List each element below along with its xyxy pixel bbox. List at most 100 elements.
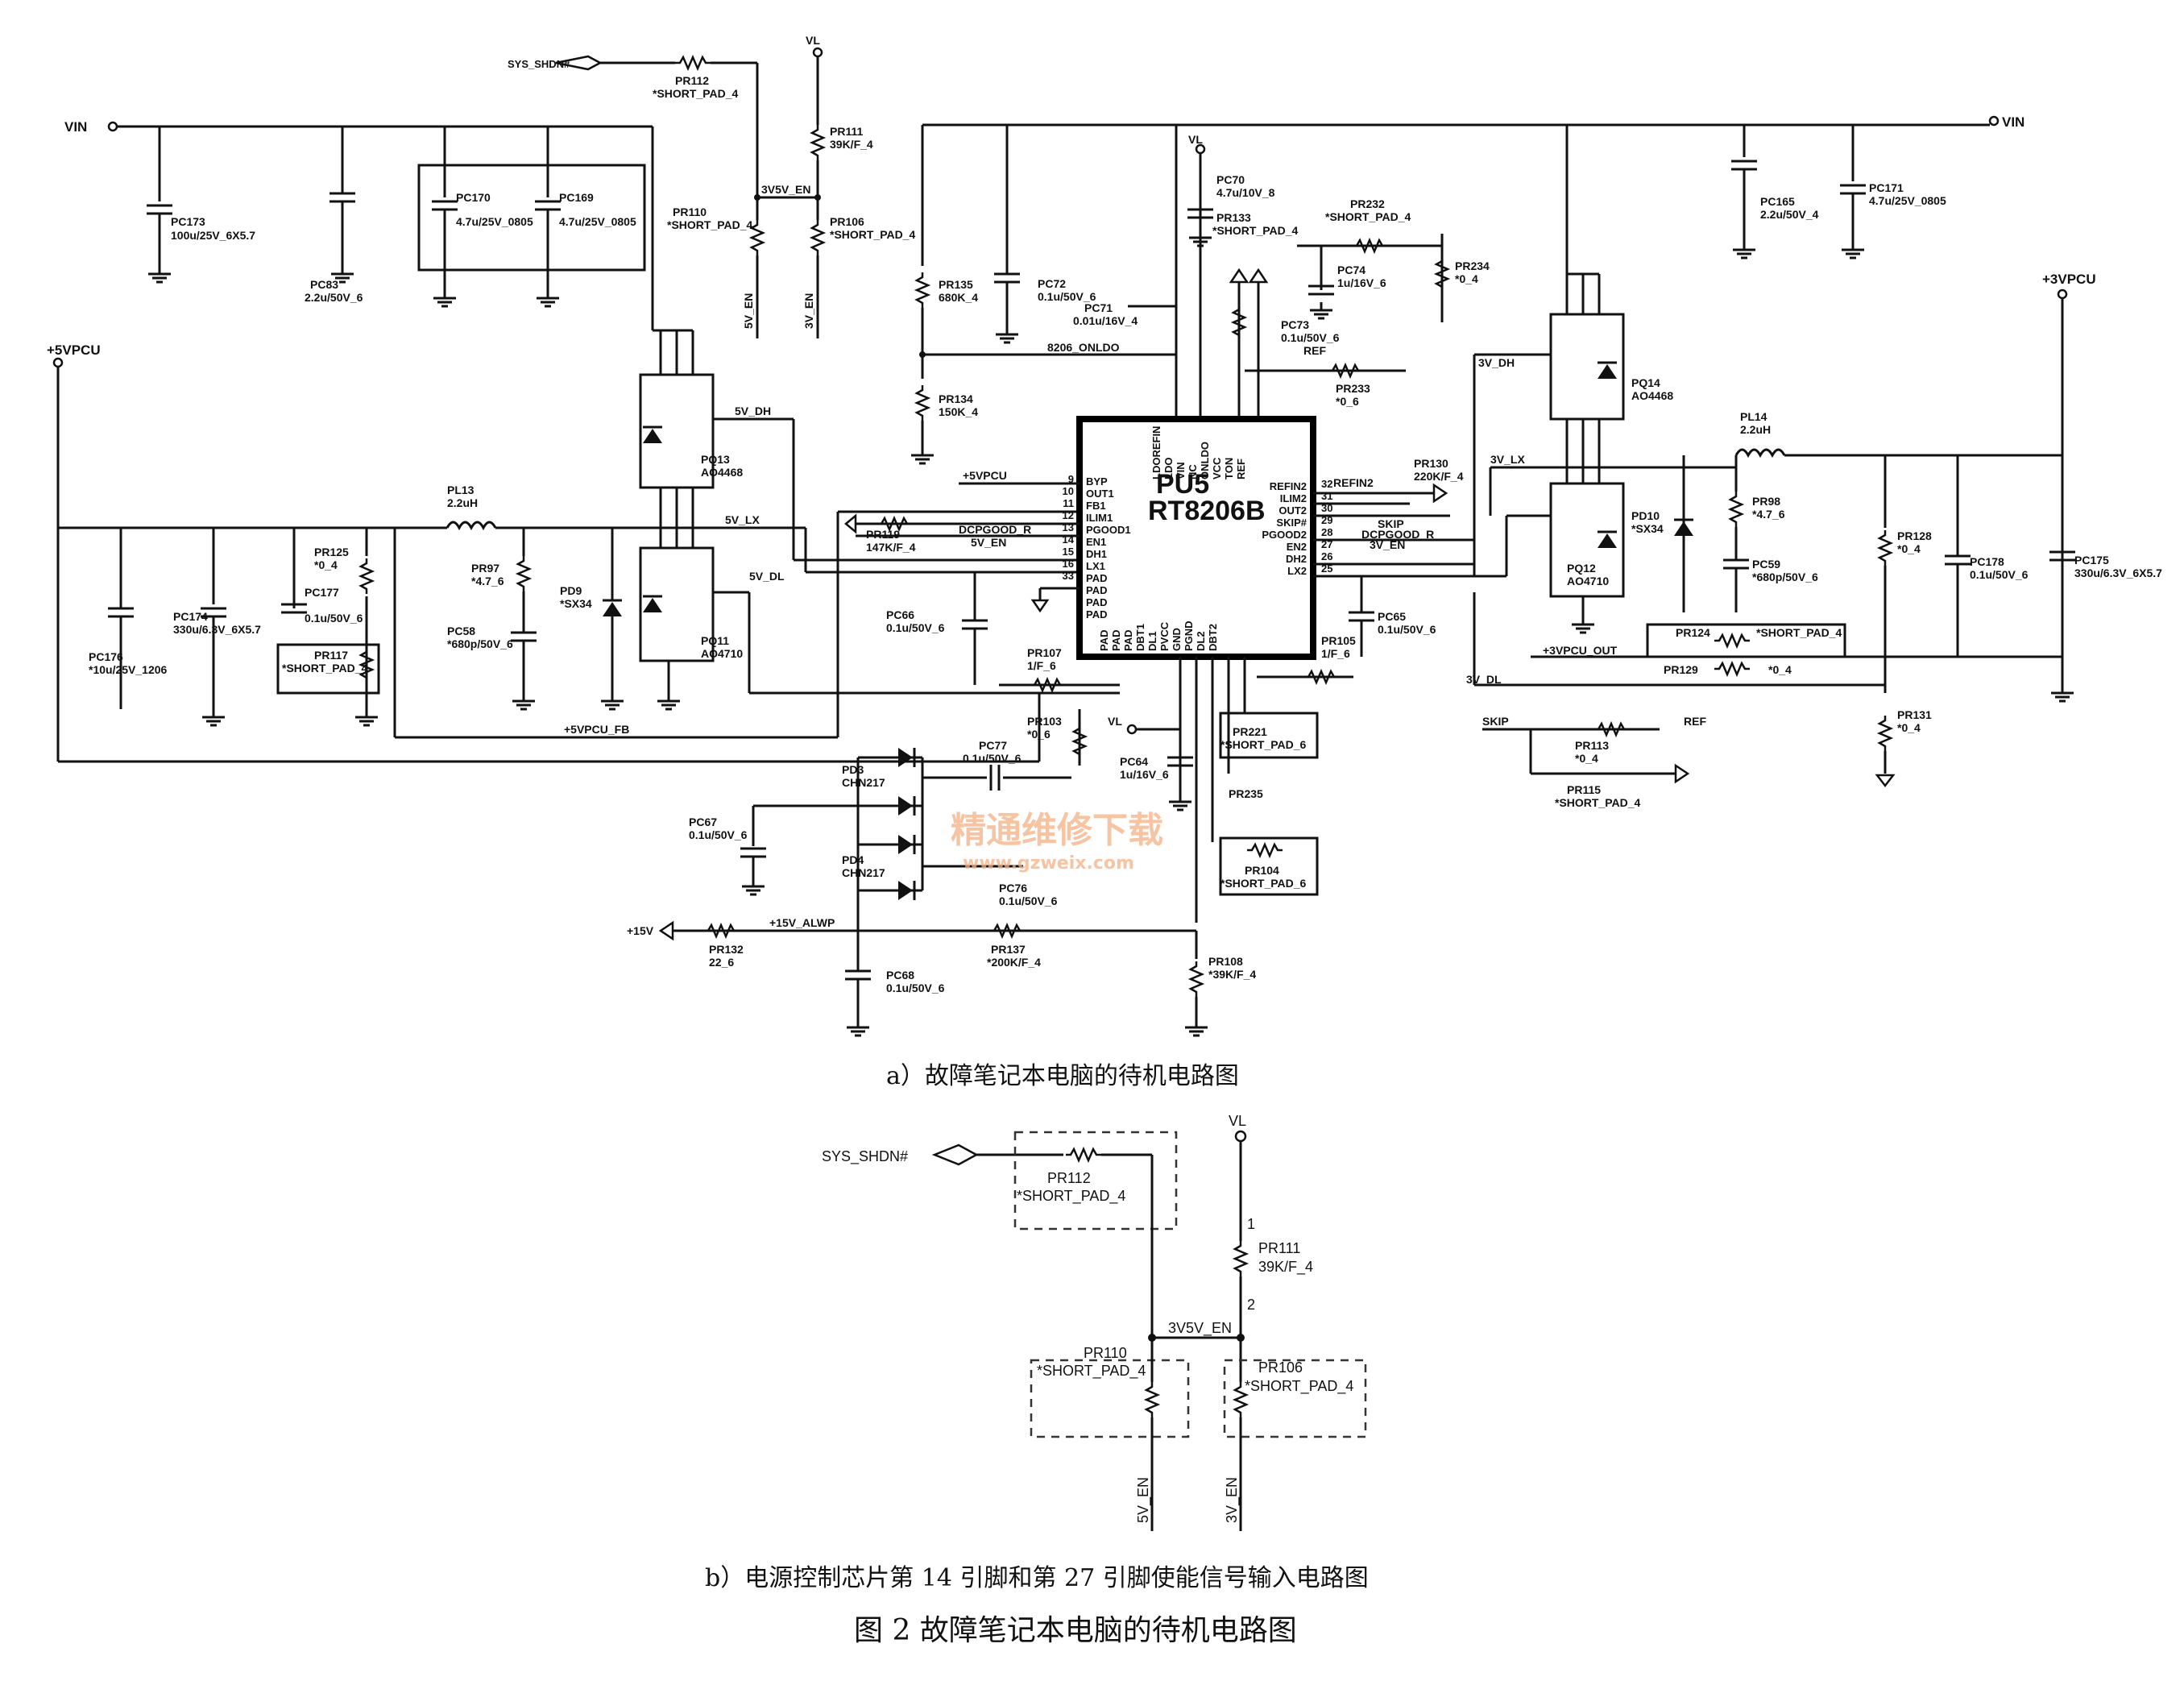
net-3v5v-en-a: 3V5V_EN [761, 183, 810, 196]
chip-top-pin-name: LDO [1162, 458, 1175, 479]
b-pr106-box [1223, 1359, 1367, 1438]
pc165-value: 2.2u/50V_4 [1760, 208, 1819, 221]
pr110-ref: PR110 [673, 205, 707, 218]
pr133-ref: PR133 [1216, 211, 1251, 224]
chip-bottom-pin-name: DL2 [1195, 631, 1207, 651]
pc76-ref: PC76 [999, 882, 1027, 894]
pr132-ref: PR132 [709, 943, 744, 956]
pd4-value: CHN217 [842, 866, 885, 879]
ref-net-top: REF [1303, 344, 1326, 357]
chip-right-pin-name: PGOOD2 [1262, 529, 1307, 541]
pc178-value: 0.1u/50V_6 [1970, 568, 2029, 581]
pr233-value: *0_6 [1336, 395, 1359, 408]
chip-right-pin-name: REFIN2 [1270, 480, 1307, 492]
pr117-ref: PR117 [314, 649, 348, 662]
pd9-ref: PD9 [560, 584, 582, 597]
net-5v-en-a: 5V_EN [742, 293, 755, 329]
schematic-b: SYS_SHDN# PR112 *SHORT_PAD_4 VL 1 2 PR11… [822, 1113, 1367, 1531]
chip-ref: PU5 [1156, 469, 1209, 500]
pq11-ref: PQ11 [701, 634, 729, 647]
pc170-ref: PC170 [456, 191, 491, 204]
chip-top-pin-name: NC [1187, 464, 1199, 479]
net-5v-dh: 5V_DH [735, 405, 771, 417]
pc65-ref: PC65 [1378, 610, 1406, 623]
caption-b: b）电源控制芯片第 14 引脚和第 27 引脚使能信号输入电路图 [705, 1564, 1369, 1592]
pc173-value: 100u/25V_6X5.7 [171, 229, 255, 242]
pr111-value: 39K/F_4 [830, 138, 873, 151]
pr131-value: *0_4 [1897, 721, 1921, 734]
pr112-ref: PR112 [675, 74, 709, 87]
chip-bottom-pin-name: PAD [1098, 630, 1110, 651]
pq14-value: AO4468 [1631, 389, 1673, 402]
chip-left-pin-num: 12 [1063, 509, 1074, 521]
pc64-ref: PC64 [1120, 755, 1148, 768]
chip-left-pin-name: LX1 [1086, 560, 1105, 572]
chip-part: RT8206B [1148, 496, 1266, 526]
ground-symbol [147, 264, 172, 284]
pr234-value: *0_4 [1455, 272, 1478, 285]
chip-right-pin-name: SKIP# [1276, 517, 1307, 529]
chip-left-pin-name: FB1 [1086, 500, 1106, 512]
pr131-ref: PR131 [1897, 708, 1932, 721]
pc67-value: 0.1u/50V_6 [689, 828, 748, 841]
pr232-ref: PR232 [1350, 197, 1385, 210]
pr134-ref: PR134 [939, 392, 973, 405]
pr124-ref: PR124 [1676, 626, 1710, 639]
pc173-ref: PC173 [171, 215, 205, 228]
pd3-value: CHN217 [842, 776, 885, 789]
pr137-value: *200K/F_4 [987, 956, 1041, 969]
pr103-ref: PR103 [1027, 715, 1062, 728]
b-net-label: 3V5V_EN [1168, 1320, 1232, 1337]
pc77-value: 0.1u/50V_6 [963, 752, 1022, 765]
pc70-value: 4.7u/10V_8 [1216, 186, 1275, 199]
pr128-ref: PR128 [1897, 529, 1932, 542]
pc169-value: 4.7u/25V_0805 [559, 215, 636, 228]
pr235-ref: PR235 [1229, 787, 1263, 800]
pq12-value: AO4710 [1567, 575, 1609, 587]
pc58-value: *680p/50V_6 [447, 637, 513, 650]
vl-chip-label: VL [1108, 715, 1122, 728]
pc72-ref: PC72 [1038, 277, 1066, 290]
chip-top-pin-name: LDOREFIN [1150, 426, 1162, 479]
pc64-value: 1u/16V_6 [1120, 768, 1169, 781]
vl-mid-label: VL [1188, 133, 1203, 146]
pr221-value: *SHORT_PAD_6 [1220, 738, 1307, 751]
v3vpcu-label: +3VPCU [2042, 272, 2096, 287]
pr119-ref: PR119 [866, 528, 900, 541]
b-pr112-box [1013, 1131, 1178, 1231]
pc71-ref: PC71 [1084, 301, 1113, 314]
watermark-cn: 精通维修下载 [951, 810, 1163, 851]
pc74-ref: PC74 [1337, 264, 1366, 276]
chip-bottom-pin-name: DL1 [1146, 631, 1158, 651]
skip-net-chip: SKIP [1378, 517, 1404, 530]
en3v-net: 3V_EN [1370, 538, 1405, 551]
pr129-ref: PR129 [1664, 663, 1698, 676]
pr125-ref: PR125 [314, 546, 349, 558]
caption-a: a）故障笔记本电脑的待机电路图 [886, 1062, 1239, 1090]
chip-top-pin-name: ONLDO [1199, 442, 1211, 479]
pr104-value: *SHORT_PAD_6 [1220, 877, 1307, 890]
pr115-ref: PR115 [1567, 783, 1601, 796]
net-3v-dl: 3V_DL [1466, 673, 1502, 686]
chip-right-pin-name: OUT2 [1278, 504, 1307, 517]
pc176-ref: PC176 [89, 650, 123, 663]
chip-right-pin-num: 26 [1321, 550, 1332, 562]
chip-bottom-pin-name: DBT2 [1207, 624, 1219, 651]
pr135-ref: PR135 [939, 278, 973, 291]
pl13-ref: PL13 [447, 484, 475, 496]
b-3v-en: 3V_EN [1224, 1477, 1241, 1523]
chip-left-pin-name: PAD [1086, 596, 1107, 608]
pc174-value: 330u/6.3V_6X5.7 [173, 623, 261, 636]
pc68-ref: PC68 [886, 969, 914, 982]
pr107-ref: PR107 [1027, 646, 1062, 659]
pq11-value: AO4710 [701, 647, 743, 660]
pc83-value: 2.2u/50V_6 [305, 291, 363, 304]
v15-alwp-label: +15V_ALWP [769, 916, 835, 929]
b-sys-shdn-label: SYS_SHDN# [822, 1148, 908, 1165]
pc59-ref: PC59 [1752, 558, 1780, 571]
watermark-url: www.gzweix.com [963, 853, 1134, 874]
pc58-ref: PC58 [447, 625, 475, 637]
pr105-value: 1/F_6 [1321, 647, 1350, 660]
pr130-value: 220K/F_4 [1414, 470, 1464, 483]
pr221-ref: PR221 [1233, 725, 1267, 738]
